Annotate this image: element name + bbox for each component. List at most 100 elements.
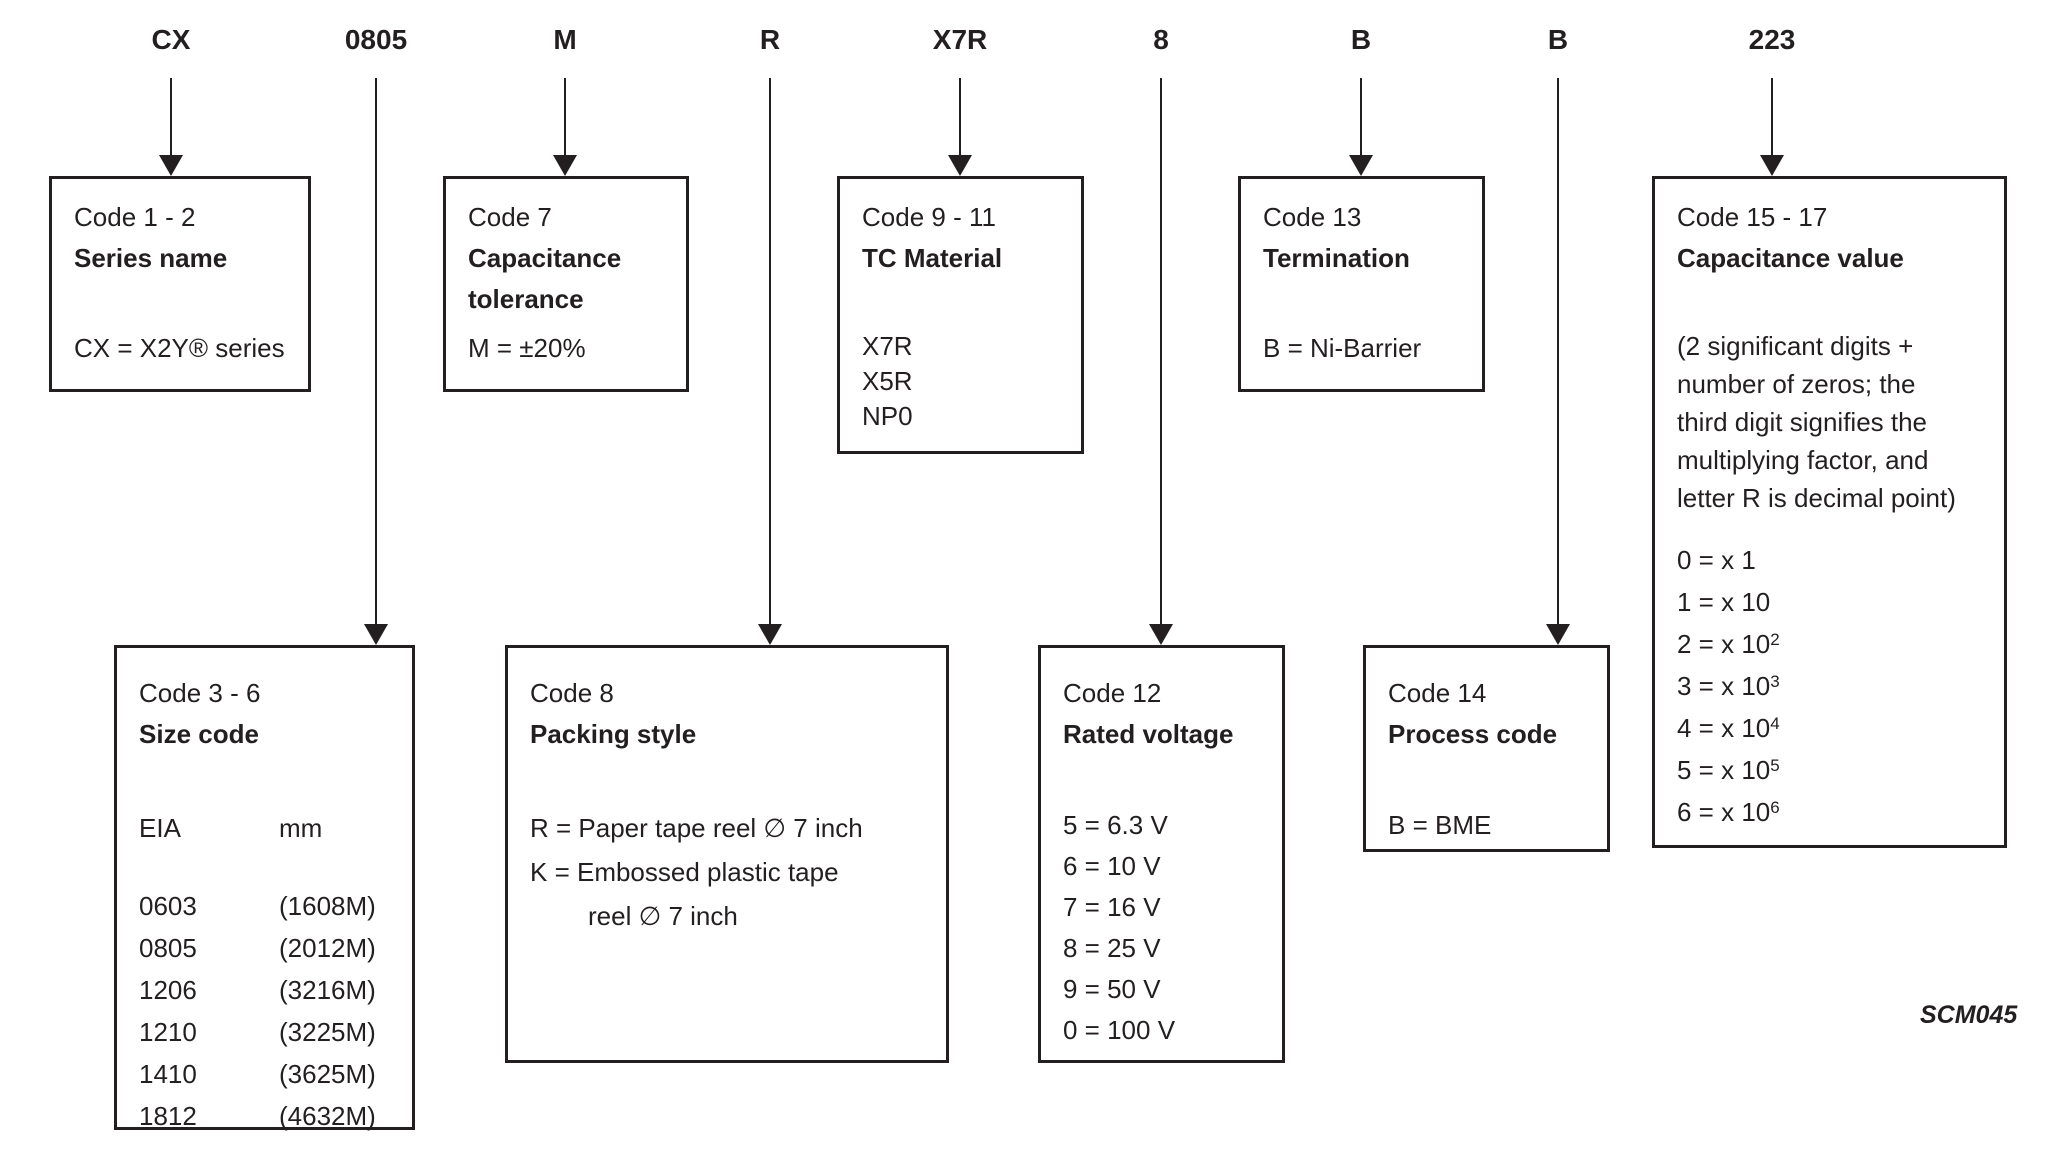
multiplier-base: 6 = x 10 — [1677, 797, 1771, 827]
box-capacitance-tolerance-content: M = ±20% — [468, 328, 678, 369]
value-line: 0 = 100 V — [1063, 1015, 1176, 1045]
box-tc-material: Code 9 - 11 TC Material X7R X5R NP0 — [837, 176, 1084, 454]
note-line: multiplying factor, and — [1677, 445, 1929, 475]
size-row: 1812(4632M) — [139, 1095, 404, 1137]
arrow-head-b1 — [1349, 155, 1373, 176]
box-code: Code 12 — [1063, 678, 1162, 708]
box-capacitance-tolerance-head: Code 7 Capacitance tolerance — [468, 197, 676, 320]
multiplier-line: 3 = x 103 — [1677, 665, 1996, 707]
size-row: 0603 (1608M) — [139, 885, 404, 927]
size-mm: (3625M) — [279, 1059, 376, 1089]
multiplier-line: 1 = x 10 — [1677, 581, 1996, 623]
value-line: 5 = 6.3 V — [1063, 810, 1168, 840]
value-line: 8 = 25 V — [1063, 933, 1161, 963]
size-table-header: EIA mm — [139, 807, 404, 849]
box-packing-style-content: R = Paper tape reel ∅ 7 inch K = Embosse… — [530, 806, 938, 938]
code-label-cx: CX — [151, 24, 191, 55]
note-line: third digit signifies the — [1677, 407, 1928, 437]
arrow-head-8 — [1149, 624, 1173, 645]
value-line: CX = X2Y® series — [74, 333, 285, 363]
code-label-0805: 0805 — [344, 24, 408, 55]
box-code: Code 9 - 11 — [862, 202, 996, 232]
value-line: R = Paper tape reel ∅ 7 inch — [530, 813, 863, 843]
box-title: Capacitance value — [1677, 243, 1904, 273]
value-line: B = Ni-Barrier — [1263, 333, 1422, 363]
note-line: letter R is decimal point) — [1677, 483, 1956, 513]
size-eia: 1410 — [139, 1059, 197, 1089]
box-capacitance-value-multipliers: 0 = x 1 1 = x 10 2 = x 102 3 = x 103 4 =… — [1677, 539, 1996, 833]
size-mm: (1608M) — [279, 891, 376, 921]
value-line: M = ±20% — [468, 333, 586, 363]
box-capacitance-value: Code 15 - 17 Capacitance value (2 signif… — [1652, 176, 2007, 848]
size-row: 1206(3216M) — [139, 969, 404, 1011]
size-col-eia: EIA — [139, 813, 181, 843]
arrow-line-b2 — [1557, 78, 1559, 625]
value-line: reel ∅ 7 inch — [588, 901, 738, 931]
multiplier-base: 4 = x 10 — [1677, 713, 1771, 743]
multiplier-exponent: 4 — [1770, 714, 1780, 734]
multiplier-line: 0 = x 1 — [1677, 539, 1996, 581]
box-code: Code 7 — [468, 202, 552, 232]
box-termination-head: Code 13 Termination — [1263, 197, 1472, 279]
box-tc-material-content: X7R X5R NP0 — [862, 329, 1073, 434]
arrow-head-x7r — [948, 155, 972, 176]
value-line: 7 = 16 V — [1063, 892, 1161, 922]
value-line: X5R — [862, 366, 913, 396]
box-size-code: Code 3 - 6 Size code EIA mm 0603(1608M) … — [114, 645, 415, 1131]
code-label-x7r: X7R — [932, 24, 988, 55]
multiplier-base: 3 = x 10 — [1677, 671, 1771, 701]
box-title: Size code — [139, 719, 259, 749]
multiplier-exponent: 6 — [1770, 798, 1780, 818]
box-code: Code 3 - 6 — [139, 678, 261, 708]
code-label-m: M — [553, 24, 577, 55]
arrow-line-0805 — [375, 78, 377, 625]
multiplier-exponent: 5 — [1770, 756, 1780, 776]
box-title: Rated voltage — [1063, 719, 1234, 749]
arrow-head-223 — [1760, 155, 1784, 176]
value-line: X7R — [862, 331, 913, 361]
box-capacitance-value-head: Code 15 - 17 Capacitance value — [1677, 197, 1994, 279]
multiplier-base: 2 = x 10 — [1677, 629, 1771, 659]
box-termination: Code 13 Termination B = Ni-Barrier — [1238, 176, 1485, 392]
multiplier-base: 1 = x 10 — [1677, 587, 1771, 617]
figure-reference: SCM045 — [1920, 1001, 2018, 1029]
size-col-mm: mm — [279, 813, 323, 843]
box-series-name-content: CX = X2Y® series — [74, 328, 300, 369]
box-title: Termination — [1263, 243, 1410, 273]
value-line: B = BME — [1388, 810, 1492, 840]
arrow-head-cx — [159, 155, 183, 176]
box-code: Code 1 - 2 — [74, 202, 196, 232]
value-line: 9 = 50 V — [1063, 974, 1161, 1004]
box-capacitance-value-note: (2 significant digits + number of zeros;… — [1677, 327, 1996, 517]
multiplier-base: 0 = x 1 — [1677, 545, 1756, 575]
multiplier-line: 6 = x 106 — [1677, 791, 1996, 833]
box-process-code-content: B = BME — [1388, 805, 1599, 846]
size-row: 1410 (3625M) — [139, 1053, 404, 1095]
arrow-head-r — [758, 624, 782, 645]
size-eia: 0603 — [139, 891, 197, 921]
box-size-code-head: Code 3 - 6 Size code — [139, 673, 402, 755]
box-code: Code 14 — [1388, 678, 1487, 708]
size-mm: (3216M) — [279, 975, 376, 1005]
multiplier-exponent: 2 — [1770, 630, 1780, 650]
multiplier-exponent: 3 — [1770, 672, 1780, 692]
size-eia: 1210 — [139, 1017, 197, 1047]
box-code: Code 15 - 17 — [1677, 202, 1828, 232]
value-line: NP0 — [862, 401, 913, 431]
code-label-223: 223 — [1748, 24, 1796, 55]
box-tc-material-head: Code 9 - 11 TC Material — [862, 197, 1071, 279]
box-title: TC Material — [862, 243, 1003, 273]
multiplier-line: 4 = x 104 — [1677, 707, 1996, 749]
box-process-code: Code 14 Process code B = BME — [1363, 645, 1610, 852]
box-code: Code 8 — [530, 678, 614, 708]
code-label-8: 8 — [1153, 24, 1169, 55]
size-row: 1210(3225M) — [139, 1011, 404, 1053]
box-capacitance-tolerance: Code 7 Capacitance tolerance M = ±20% — [443, 176, 689, 392]
code-label-b2: B — [1547, 24, 1569, 55]
value-line: 6 = 10 V — [1063, 851, 1161, 881]
size-table-body: 0603(1608M) 0805(2012M) 1206(3216M) 1210… — [139, 885, 404, 1137]
value-line: K = Embossed plastic tape — [530, 857, 839, 887]
box-series-name-head: Code 1 - 2 Series name — [74, 197, 298, 279]
multiplier-line: 5 = x 105 — [1677, 749, 1996, 791]
box-title: Packing style — [530, 719, 697, 749]
